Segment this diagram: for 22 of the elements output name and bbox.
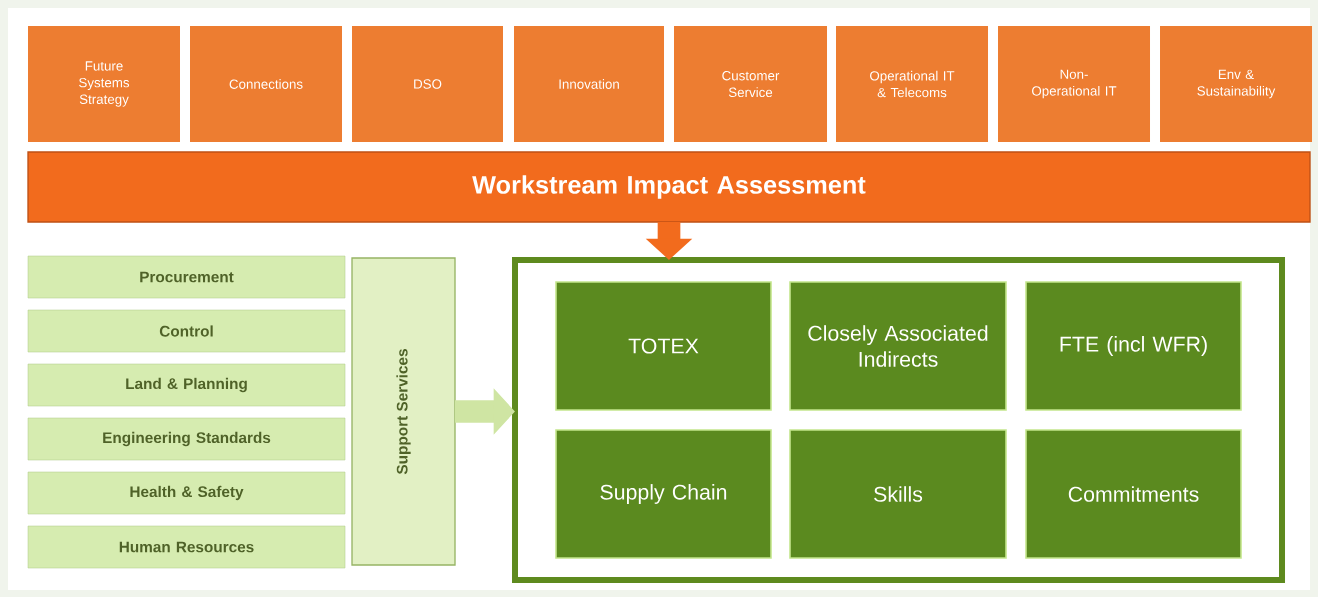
service-box: Health & Safety bbox=[27, 471, 346, 515]
category-box: Operational IT & Telecoms bbox=[836, 26, 988, 142]
service-box: Control bbox=[27, 309, 346, 353]
category-box: Non-Operational IT bbox=[998, 26, 1150, 142]
category-box: Connections bbox=[190, 26, 342, 142]
title-banner: Workstream Impact Assessment bbox=[27, 151, 1311, 223]
service-box: Procurement bbox=[27, 255, 346, 299]
impact-box: FTE (incl WFR) bbox=[1025, 281, 1242, 411]
service-box: Engineering Standards bbox=[27, 417, 346, 461]
service-box: Land & Planning bbox=[27, 363, 346, 407]
service-box: Human Resources bbox=[27, 525, 346, 569]
category-box: Env & Sustainability bbox=[1160, 26, 1312, 142]
category-box: Innovation bbox=[514, 26, 664, 142]
category-box: Customer Service bbox=[674, 26, 827, 142]
impact-box: Closely Associated Indirects bbox=[789, 281, 1007, 411]
impact-box: Supply Chain bbox=[555, 429, 772, 559]
impact-box: Commitments bbox=[1025, 429, 1242, 559]
impact-box: Skills bbox=[789, 429, 1007, 559]
support-services-box: Support Services bbox=[351, 257, 456, 566]
category-box: DSO bbox=[352, 26, 503, 142]
impact-box: TOTEX bbox=[555, 281, 772, 411]
category-box: Future Systems Strategy bbox=[28, 26, 180, 142]
